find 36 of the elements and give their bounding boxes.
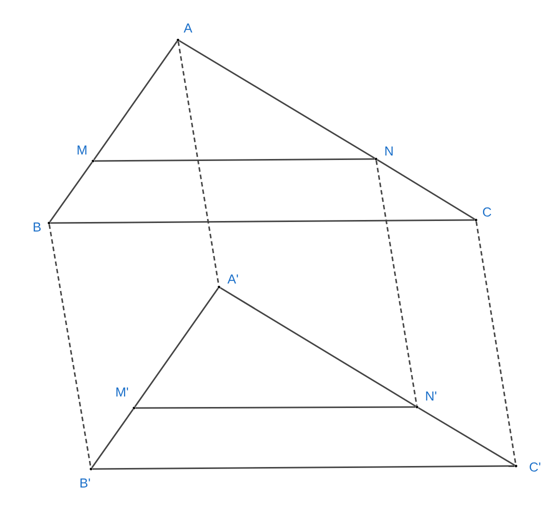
point-label: A' (227, 274, 238, 284)
point (416, 406, 418, 408)
point (176, 38, 180, 42)
line-segment (134, 288, 219, 408)
line-segment (178, 40, 376, 159)
point-label: N' (426, 392, 436, 400)
point (90, 468, 92, 470)
line-segment (94, 158, 374, 162)
point (132, 406, 136, 410)
point (474, 218, 478, 222)
point-label: A (184, 24, 192, 32)
point (92, 160, 94, 162)
point-label: N (385, 146, 393, 156)
line-segment (93, 40, 178, 160)
line-segment (92, 465, 514, 470)
point-label: M (78, 146, 86, 154)
line-segment (136, 406, 416, 409)
line-segment (50, 219, 474, 224)
point (514, 464, 518, 468)
dashed-line (48, 224, 92, 468)
dashed-line (178, 41, 220, 286)
point (48, 222, 50, 224)
dashed-line (476, 221, 516, 465)
line-segment (220, 287, 416, 407)
line-segment (418, 407, 516, 466)
line-segment (49, 162, 93, 222)
point (218, 286, 220, 288)
point-label: B' (80, 478, 90, 488)
line-segment (91, 408, 134, 468)
point-label: C (482, 207, 492, 217)
point-label: B (34, 222, 41, 232)
dashed-line (376, 160, 418, 406)
point-label: M' (116, 388, 128, 396)
point-label: C' (530, 462, 540, 472)
line-segment (376, 159, 476, 220)
point (374, 158, 378, 160)
